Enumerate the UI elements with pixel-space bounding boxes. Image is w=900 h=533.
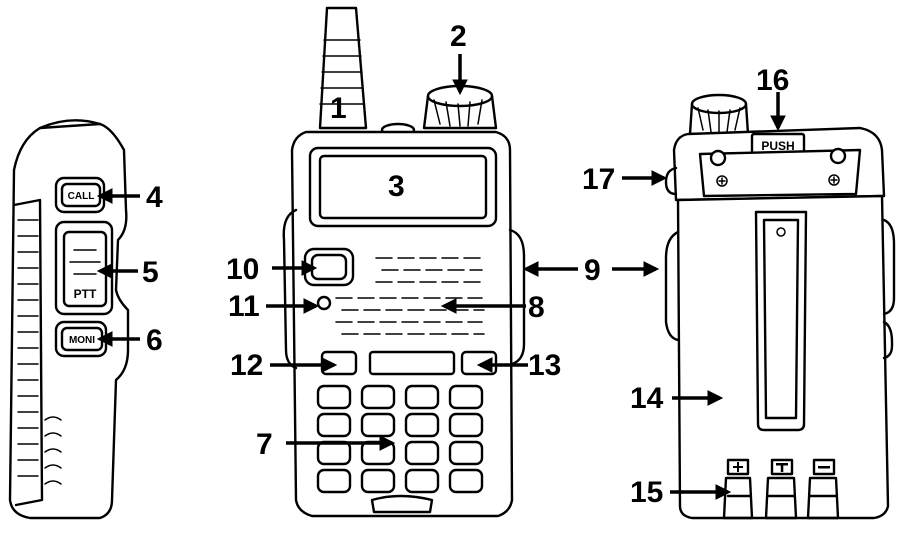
callout-1-label: 1 xyxy=(330,92,347,125)
battery-latch-label: PUSH xyxy=(761,139,794,153)
side-view-radio: CALL PTT MONI xyxy=(8,119,130,520)
callout-5: 5 xyxy=(96,256,159,289)
moni-button-label: MONI xyxy=(69,335,95,346)
belt-clip-inner xyxy=(762,218,800,420)
callout-15-label: 15 xyxy=(630,476,663,509)
keypad[interactable] xyxy=(316,384,484,494)
callout-11: 11 xyxy=(228,290,320,323)
callout-4: 4 xyxy=(96,181,163,214)
speaker-grille xyxy=(335,257,485,335)
right-function-button[interactable] xyxy=(460,350,498,376)
callout-2: 2 xyxy=(450,20,468,96)
callout-5-label: 5 xyxy=(142,256,159,289)
bottom-tab xyxy=(370,494,434,514)
ptt-grip-lines xyxy=(69,249,101,275)
callout-4-label: 4 xyxy=(146,181,163,214)
callout-11-label: 11 xyxy=(228,290,260,323)
callout-10-label: 10 xyxy=(226,253,259,286)
screw-bottom-left xyxy=(716,175,728,187)
back-left-bulge xyxy=(664,230,680,342)
callout-13-label: 13 xyxy=(528,349,561,382)
back-right-bulge xyxy=(882,218,896,316)
status-led xyxy=(316,295,332,311)
callout-7: 7 xyxy=(256,428,396,461)
back-knob-knurl xyxy=(697,107,741,134)
callout-3-label: 3 xyxy=(388,170,405,203)
back-right-small-bulge xyxy=(882,320,894,360)
belt-clip-slot xyxy=(754,210,808,432)
callout-14: 14 xyxy=(630,382,724,415)
light-button[interactable] xyxy=(310,253,348,281)
callout-9-label: 9 xyxy=(584,254,601,287)
callout-2-label: 2 xyxy=(450,20,467,53)
ptt-button-label: PTT xyxy=(74,287,97,301)
callout-17: 17 xyxy=(582,163,668,196)
callout-12: 12 xyxy=(230,349,338,382)
front-view-radio xyxy=(282,6,526,518)
screw-bottom-right xyxy=(828,174,840,186)
screw-top-left xyxy=(709,149,727,167)
antenna-rings xyxy=(319,39,365,105)
callout-15: 15 xyxy=(630,476,732,509)
knob-knurl xyxy=(433,99,483,127)
callout-16-label: 16 xyxy=(756,64,789,97)
center-function-button[interactable] xyxy=(368,350,456,376)
callout-6: 6 xyxy=(96,324,163,357)
callout-9: 9 xyxy=(522,254,660,287)
callout-13: 13 xyxy=(476,349,561,382)
callout-3: 3 xyxy=(388,170,405,203)
belt-clip-hole xyxy=(776,227,786,237)
charging-contacts xyxy=(722,458,840,520)
callout-17-label: 17 xyxy=(582,163,615,196)
callout-1: 1 xyxy=(330,92,347,125)
left-function-button[interactable] xyxy=(320,350,358,376)
lcd-display xyxy=(318,154,488,220)
callout-7-label: 7 xyxy=(256,428,273,461)
call-button-label: CALL xyxy=(68,191,95,202)
callout-10: 10 xyxy=(226,253,318,286)
callout-12-label: 12 xyxy=(230,349,263,382)
callout-8-label: 8 xyxy=(528,291,545,324)
side-grip-ridges xyxy=(17,219,62,485)
callout-16: 16 xyxy=(756,64,789,132)
callout-8: 8 xyxy=(440,291,545,324)
callout-14-label: 14 xyxy=(630,382,664,415)
latch-plate xyxy=(698,148,862,198)
right-side-ptt xyxy=(508,228,526,366)
back-view-radio: PUSH xyxy=(664,93,896,520)
callout-6-label: 6 xyxy=(146,324,163,357)
screw-top-right xyxy=(829,147,847,165)
